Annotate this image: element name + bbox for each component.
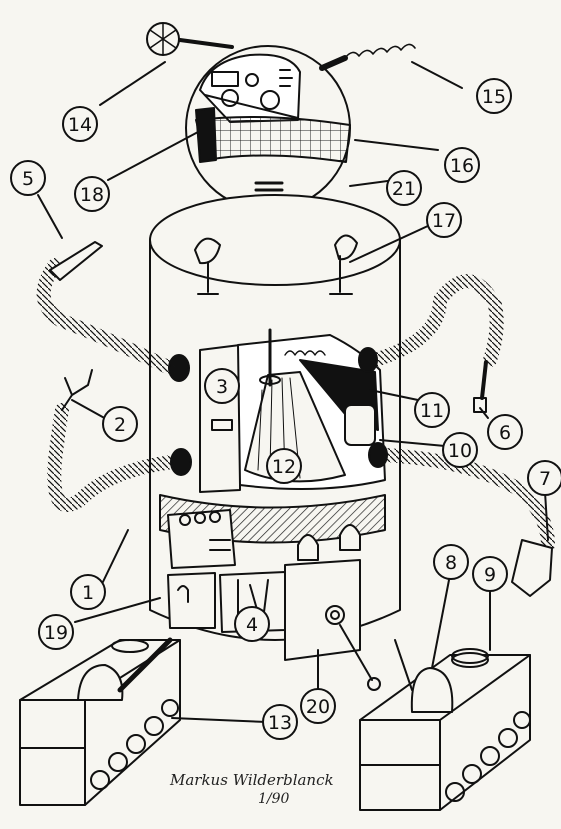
callout-6: 6	[487, 414, 523, 450]
callout-circle	[472, 556, 508, 592]
callout-number: 10	[448, 440, 472, 462]
callout-19: 19	[38, 614, 74, 650]
callout-circle	[527, 460, 561, 496]
callout-12: 12	[266, 448, 302, 484]
right-tread	[359, 639, 531, 811]
callout-13: 13	[262, 704, 298, 740]
callout-10: 10	[442, 432, 478, 468]
signature-name: Markus Wilderblanck	[169, 771, 334, 789]
signature-date: 1/90	[258, 791, 290, 807]
callout-circle	[487, 414, 523, 450]
left-tread	[19, 637, 181, 806]
callout-number: 14	[68, 114, 92, 136]
callout-16: 16	[444, 147, 480, 183]
callout-circle	[204, 368, 240, 404]
callout-circle	[266, 448, 302, 484]
callout-number: 9	[484, 564, 496, 586]
callout-number: 3	[216, 376, 228, 398]
callout-circle	[74, 176, 110, 212]
callout-21: 21	[386, 170, 422, 206]
callout-number: 19	[44, 622, 68, 644]
callout-circle	[10, 160, 46, 196]
callout-number: 8	[445, 552, 457, 574]
callout-5: 5	[10, 160, 46, 196]
callout-17: 17	[426, 202, 462, 238]
callout-circle	[433, 544, 469, 580]
callout-number: 18	[80, 184, 104, 206]
callout-circle	[234, 606, 270, 642]
callout-circle	[414, 392, 450, 428]
callout-circle	[102, 406, 138, 442]
callout-number: 5	[22, 168, 34, 190]
callout-circle	[300, 688, 336, 724]
callout-circle	[476, 78, 512, 114]
callout-3: 3	[204, 368, 240, 404]
callout-7: 7	[527, 460, 561, 496]
callout-8: 8	[433, 544, 469, 580]
callout-number: 2	[114, 414, 126, 436]
callout-number: 11	[420, 400, 444, 422]
callout-number: 15	[482, 86, 506, 108]
callout-circle	[38, 614, 74, 650]
callout-circle	[62, 106, 98, 142]
callout-number: 6	[499, 422, 511, 444]
callout-2: 2	[102, 406, 138, 442]
callout-number: 7	[539, 468, 551, 490]
callout-circle	[442, 432, 478, 468]
callout-15: 15	[476, 78, 512, 114]
callout-9: 9	[472, 556, 508, 592]
callout-number: 17	[432, 210, 456, 232]
callout-number: 21	[392, 178, 416, 200]
arm-hoses	[36, 258, 555, 552]
arm-tips	[49, 241, 553, 597]
callout-14: 14	[62, 106, 98, 142]
callout-circle	[70, 574, 106, 610]
callout-1: 1	[70, 574, 106, 610]
callout-number: 13	[268, 712, 292, 734]
callout-4: 4	[234, 606, 270, 642]
callout-number: 4	[246, 614, 258, 636]
callout-circle	[262, 704, 298, 740]
callout-number: 12	[272, 456, 296, 478]
body-interior-cutaway	[159, 328, 388, 691]
callout-18: 18	[74, 176, 110, 212]
callout-circle	[426, 202, 462, 238]
callout-circle	[386, 170, 422, 206]
callout-11: 11	[414, 392, 450, 428]
head-sphere	[146, 22, 416, 211]
leader-lines	[37, 61, 549, 723]
callout-number: 1	[82, 582, 94, 604]
callout-20: 20	[300, 688, 336, 724]
callout-number: 16	[450, 155, 474, 177]
callout-number: 20	[306, 696, 330, 718]
signature: Markus Wilderblanck 1/90	[169, 771, 334, 807]
callout-circle	[444, 147, 480, 183]
